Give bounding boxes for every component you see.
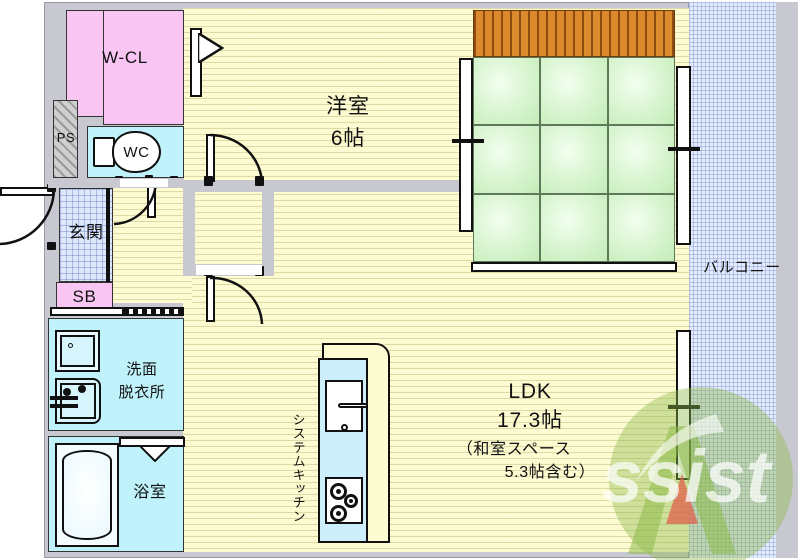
ldk-door-swing-arc (209, 276, 264, 325)
entrance-door-swing-arc (0, 189, 56, 246)
washitsu-oshiire-closet (473, 10, 675, 57)
label-wc: WC (123, 144, 150, 161)
tatami-mat (607, 125, 675, 194)
washitsu-sliding-door-left (459, 58, 473, 232)
stove-burner-2-center (349, 499, 353, 503)
washroom-door-dashed-panel (122, 307, 184, 316)
wall-hallway-east-2 (262, 180, 274, 275)
wall-youshitsu-south-2 (263, 180, 459, 192)
washing-machine-inner (60, 335, 95, 367)
label-ldk-name: LDK (508, 380, 552, 403)
entrance-door-hinge-top (47, 184, 56, 192)
room-genkan (59, 188, 113, 282)
stove-burner-3 (330, 505, 347, 522)
hallway-floor (112, 185, 192, 303)
wall-wc-south (48, 178, 184, 188)
tatami-mat (607, 193, 675, 262)
label-washroom-1: 洗面 (126, 361, 158, 378)
label-wcl: W-CL (102, 48, 148, 67)
wall-hallway-east (183, 180, 195, 275)
bathroom-door-fold-arrow-icon (140, 446, 170, 462)
label-bathroom: 浴室 (133, 484, 167, 501)
youshitsu-door-hinge-a (204, 176, 213, 186)
vanity-faucet-icon (50, 396, 78, 400)
tatami-mat (540, 57, 608, 126)
tatami-mat (473, 193, 541, 262)
opening-ldk (196, 265, 262, 275)
pipe-space (53, 100, 78, 178)
washing-machine-drain-icon (68, 343, 73, 348)
label-ldk-size: 17.3帖 (496, 409, 564, 432)
vanity-knob-left (63, 388, 71, 396)
entrance-door-hinge-bottom (47, 242, 56, 250)
label-ps: PS (56, 130, 76, 145)
washitsu-sill (471, 262, 677, 272)
tatami-mat (540, 193, 608, 262)
balcony-parapet (776, 2, 798, 558)
balcony-window-lower-handle (668, 405, 700, 409)
youshitsu-door-swing-arc (209, 133, 264, 184)
balcony-window-upper (676, 66, 691, 245)
tatami-mat (473, 57, 541, 126)
toilet-bowl-icon (112, 131, 161, 173)
balcony-window-upper-handle (668, 147, 700, 151)
label-kitchen: システムキッチン (290, 412, 306, 524)
vanity-faucet-icon-2 (50, 404, 78, 408)
label-washroom-2: 脱衣所 (118, 384, 166, 401)
washitsu-tatami-grid (473, 57, 675, 262)
stove-burner-1-center (336, 489, 341, 494)
tatami-mat (473, 125, 541, 194)
label-genkan: 玄関 (68, 223, 104, 242)
genkan-step-line (106, 188, 110, 282)
tatami-mat (540, 125, 608, 194)
kitchen-sink-drain-icon (341, 424, 348, 431)
vanity-knob-right (78, 385, 86, 393)
walk-in-closet-ext (103, 10, 184, 125)
opening-wc (120, 179, 168, 187)
youshitsu-door-hinge-b (255, 176, 264, 186)
kitchen-faucet-icon (338, 403, 368, 408)
label-ldk-note-2: 5.3帖含む） (504, 464, 596, 481)
washitsu-sliding-door-left-handle (452, 139, 484, 143)
stove-burner-1 (330, 483, 347, 500)
bathtub-inner (62, 450, 112, 540)
stove-burner-3-center (336, 511, 341, 516)
tatami-mat (607, 57, 675, 126)
label-ldk-note-1: （和室スペース (456, 441, 572, 458)
label-youshitsu-size: 6帖 (330, 127, 366, 150)
wcl-door-arrow-icon (198, 33, 224, 63)
label-youshitsu-name: 洋室 (326, 95, 370, 118)
label-sb: SB (72, 287, 97, 306)
stove-burner-2 (344, 494, 358, 508)
label-balcony: バルコニー (703, 259, 781, 276)
